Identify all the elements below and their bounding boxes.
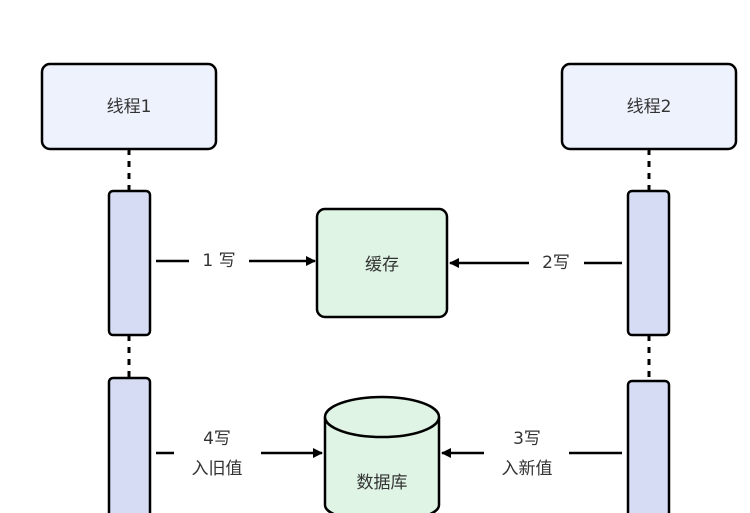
message-4-label-line2: 入旧值 [192,459,243,479]
database-label: 数据库 [357,473,408,493]
cache-box[interactable]: 缓存 [315,207,449,319]
message-3-label-line1: 3写 [513,429,541,449]
message-2-label: 2写 [542,253,570,273]
message-4-label-line1: 4写 [203,429,231,449]
cache-label: 缓存 [365,255,399,275]
thread1-activation-2[interactable] [107,376,152,513]
message-3: 3写 入新值 [441,429,622,479]
thread2-activation-1[interactable] [626,189,671,337]
message-3-label-line2: 入新值 [502,459,553,479]
thread2-activation-2[interactable] [626,379,671,513]
database-cylinder[interactable]: 数据库 [323,395,441,513]
message-1-label: 1 写 [202,251,235,271]
message-2: 2写 [449,253,622,273]
message-4: 4写 入旧值 [156,429,323,479]
thread1-label: 线程1 [107,97,152,117]
thread2-box[interactable]: 线程2 [560,62,738,151]
thread1-activation-1[interactable] [107,189,152,337]
thread2-label: 线程2 [627,97,672,117]
message-1: 1 写 [156,251,316,271]
thread1-box[interactable]: 线程1 [40,62,218,151]
